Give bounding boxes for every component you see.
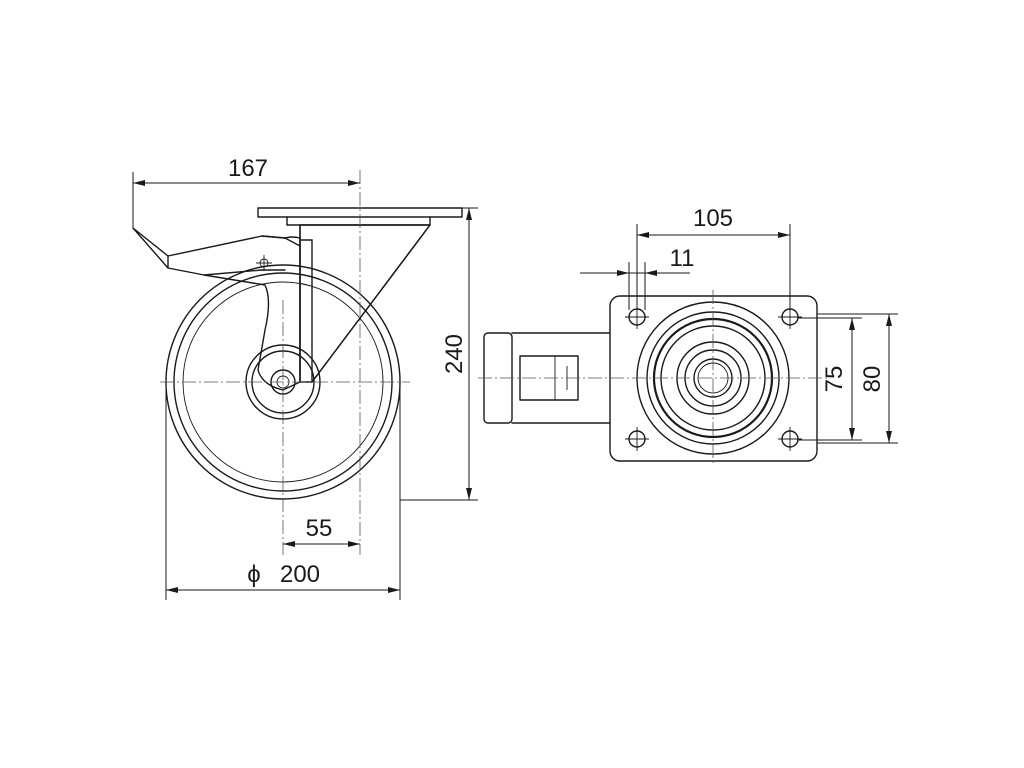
dimension-11: 11 [580, 245, 694, 310]
dimension-label-167: 167 [228, 155, 268, 182]
dimension-label-105: 105 [693, 205, 733, 232]
mounting-plate [609, 295, 818, 462]
dimension-240: 240 [400, 207, 478, 501]
dimension-diameter-200: ϕ 200 [165, 382, 401, 600]
dimension-75: 75 [798, 317, 862, 441]
dimension-55: 55 [283, 515, 360, 547]
fork-bracket [299, 224, 431, 383]
dimension-167: 167 [132, 155, 360, 228]
dimension-105: 105 [636, 205, 791, 308]
side-view: 167 240 55 ϕ 200 [132, 155, 478, 600]
dimension-label-55: 55 [306, 515, 333, 542]
dimension-label-11: 11 [670, 245, 695, 272]
dimension-label-200: 200 [280, 561, 320, 588]
dimension-80: 80 [817, 313, 898, 444]
top-view: 105 11 75 80 [478, 205, 898, 466]
dimension-label-75: 75 [821, 366, 848, 393]
dimension-label-80: 80 [859, 366, 886, 393]
brake-pedal [132, 227, 301, 391]
dimension-label-240: 240 [441, 334, 468, 374]
dimension-diameter-symbol: ϕ [247, 561, 260, 588]
bolt-holes [625, 305, 802, 451]
